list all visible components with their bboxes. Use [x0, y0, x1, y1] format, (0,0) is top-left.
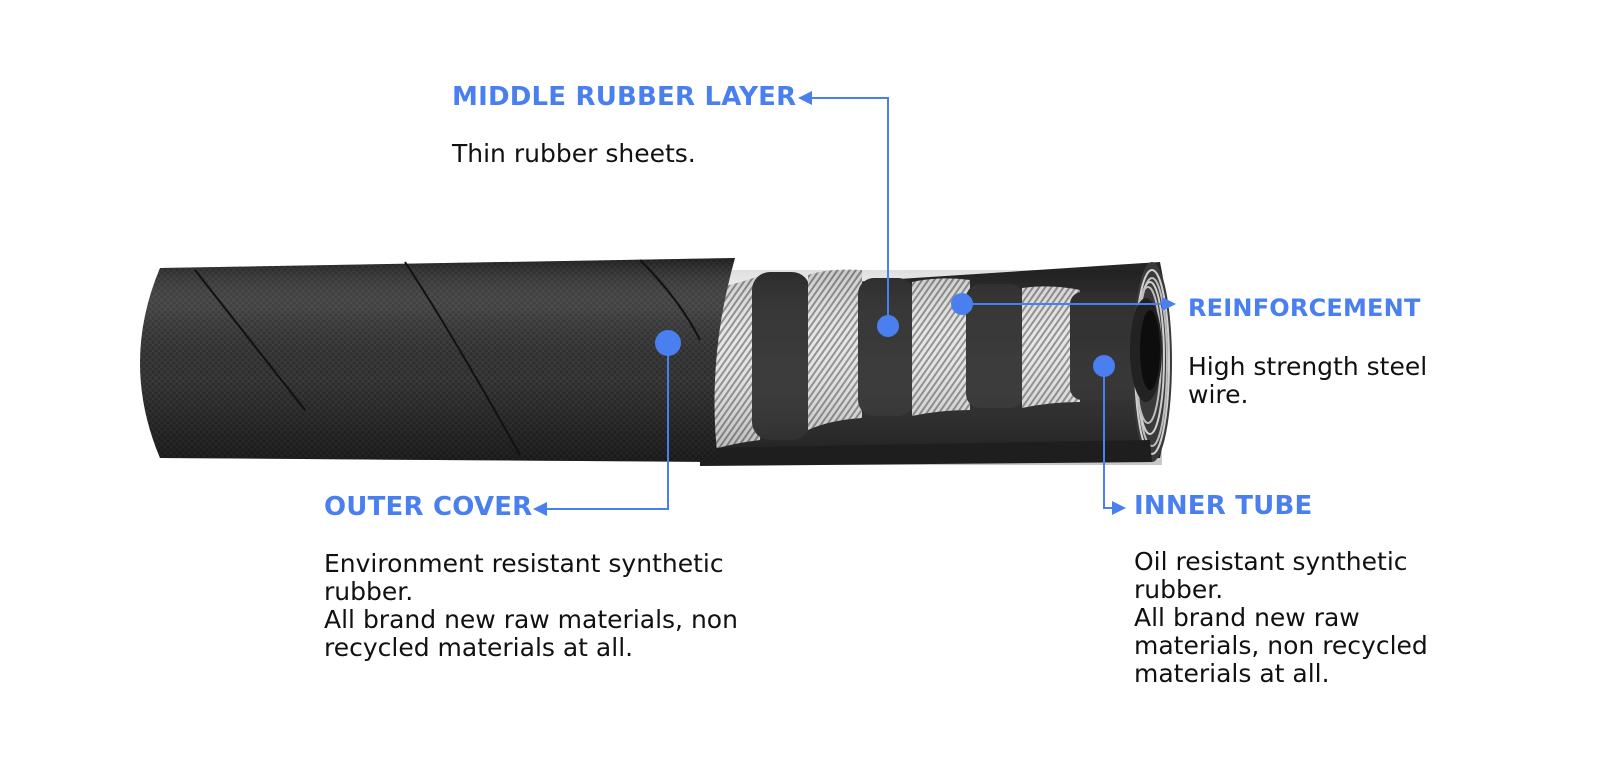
- inner-tube-dot: [1093, 355, 1115, 377]
- reinforcement-title: REINFORCEMENT: [1188, 294, 1421, 322]
- outer-cover-dot: [655, 330, 681, 356]
- arrow-right-icon: [1162, 297, 1176, 311]
- hose-illustration: [140, 258, 1172, 466]
- inner-bore: [1140, 310, 1160, 390]
- outer-cover-desc: Environment resistant synthetic rubber. …: [324, 549, 738, 662]
- middle-rubber-layer-desc: Thin rubber sheets.: [452, 139, 696, 168]
- inner-tube-desc: Oil resistant synthetic rubber. All bran…: [1134, 547, 1428, 688]
- inner-tube-title: INNER TUBE: [1134, 491, 1313, 521]
- arrow-left-icon: [798, 91, 812, 105]
- middle-rubber-leader: [805, 97, 889, 326]
- arrow-right-icon: [1112, 501, 1126, 515]
- callout-dots: [655, 293, 1115, 377]
- reinforcement-desc: High strength steel wire.: [1188, 352, 1428, 409]
- outer-cover-title: OUTER COVER: [324, 492, 533, 522]
- arrowheads: [533, 91, 1176, 516]
- arrow-left-icon: [533, 502, 547, 516]
- middle-rubber-layer-title: MIDDLE RUBBER LAYER: [452, 82, 797, 112]
- reinforcement-dot: [951, 293, 973, 315]
- middle-rubber-dot: [877, 315, 899, 337]
- outer-cover-leader: [540, 343, 669, 510]
